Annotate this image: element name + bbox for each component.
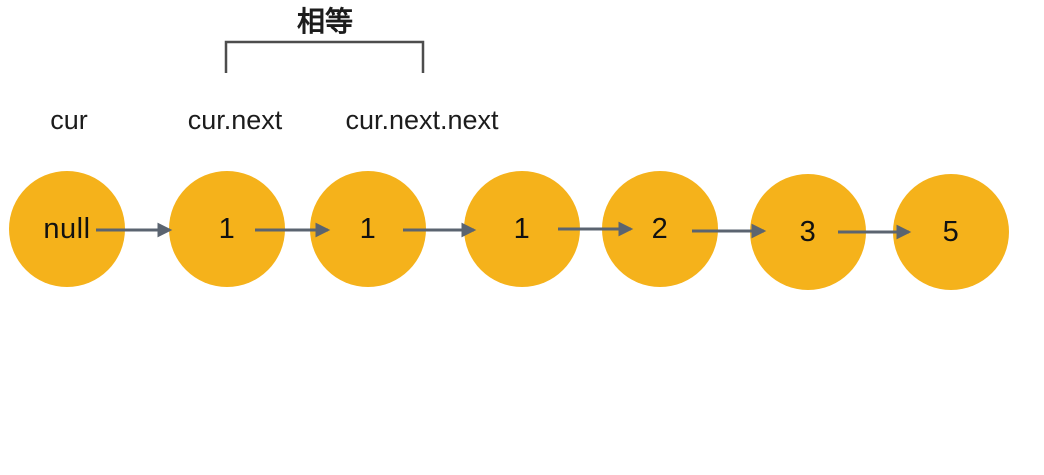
- node-value: 2: [651, 212, 669, 245]
- node-value: 1: [359, 212, 377, 245]
- pointer-label-cur: cur: [50, 105, 88, 135]
- equal-range-bracket: [224, 40, 425, 73]
- node-value: 5: [942, 215, 960, 248]
- pointer-label-cur-next: cur.next: [187, 105, 283, 135]
- node-value: 1: [218, 212, 236, 245]
- node-value: 3: [799, 215, 817, 248]
- equal-annotation-label: 相等: [296, 6, 354, 37]
- node-value: 1: [513, 212, 531, 245]
- pointer-label-cur-next-next: cur.next.next: [345, 105, 499, 135]
- node-value: null: [43, 212, 91, 245]
- list-node: 5: [893, 174, 1009, 290]
